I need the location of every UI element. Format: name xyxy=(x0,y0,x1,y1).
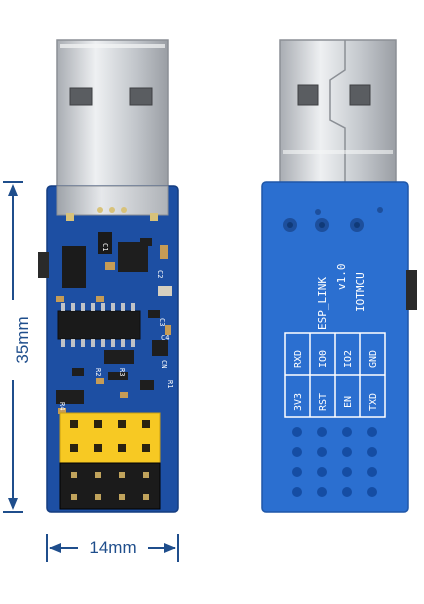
silk-r1: R1 xyxy=(166,380,174,388)
silk-c3: C3 xyxy=(158,318,166,326)
back-title-iotmcu: IOTMCU xyxy=(354,272,367,312)
pin-label-io2: IO2 xyxy=(343,350,354,368)
silk-c1: C1 xyxy=(101,243,109,251)
back-usb-connector xyxy=(279,39,397,196)
silk-r2: R2 xyxy=(94,368,102,376)
pin-label-txd: TXD xyxy=(368,393,379,411)
front-black-header xyxy=(59,462,161,510)
silk-c2: C2 xyxy=(156,270,164,278)
back-header-pads xyxy=(292,427,377,497)
front-module: C1 C2 C3 C4 R1 R2 R3 R4 CN xyxy=(38,39,179,513)
width-dimension xyxy=(46,534,179,562)
pin-label-gnd: GND xyxy=(368,350,379,368)
pin-label-3v3: 3V3 xyxy=(293,393,304,411)
front-yellow-header xyxy=(59,412,161,464)
silk-c4: C4 xyxy=(161,334,169,342)
back-side-switch xyxy=(406,270,417,310)
silk-r4: R4 xyxy=(58,402,66,410)
front-main-ic xyxy=(57,303,141,347)
pin-label-io0: IO0 xyxy=(318,350,329,368)
front-smd-components xyxy=(56,232,172,302)
back-title-version: v1.0 xyxy=(335,264,348,291)
back-module: ESP_LINK v1.0 IOTMCU RXD IO0 IO2 GND 3V3… xyxy=(261,39,417,513)
pin-label-rxd: RXD xyxy=(293,350,304,368)
height-dimension-label: 35mm xyxy=(13,316,32,364)
silk-r3: R3 xyxy=(118,368,126,376)
height-dimension xyxy=(3,181,23,513)
front-side-switch xyxy=(38,252,49,278)
silk-cn: CN xyxy=(160,360,168,368)
width-dimension-label: 14mm xyxy=(89,538,137,557)
pin-label-rst: RST xyxy=(318,393,329,411)
back-pin-label-grid: RXD IO0 IO2 GND 3V3 RST EN TXD xyxy=(284,332,386,418)
back-title-esp-link: ESP_LINK xyxy=(316,277,329,330)
pin-label-en: EN xyxy=(343,396,354,408)
